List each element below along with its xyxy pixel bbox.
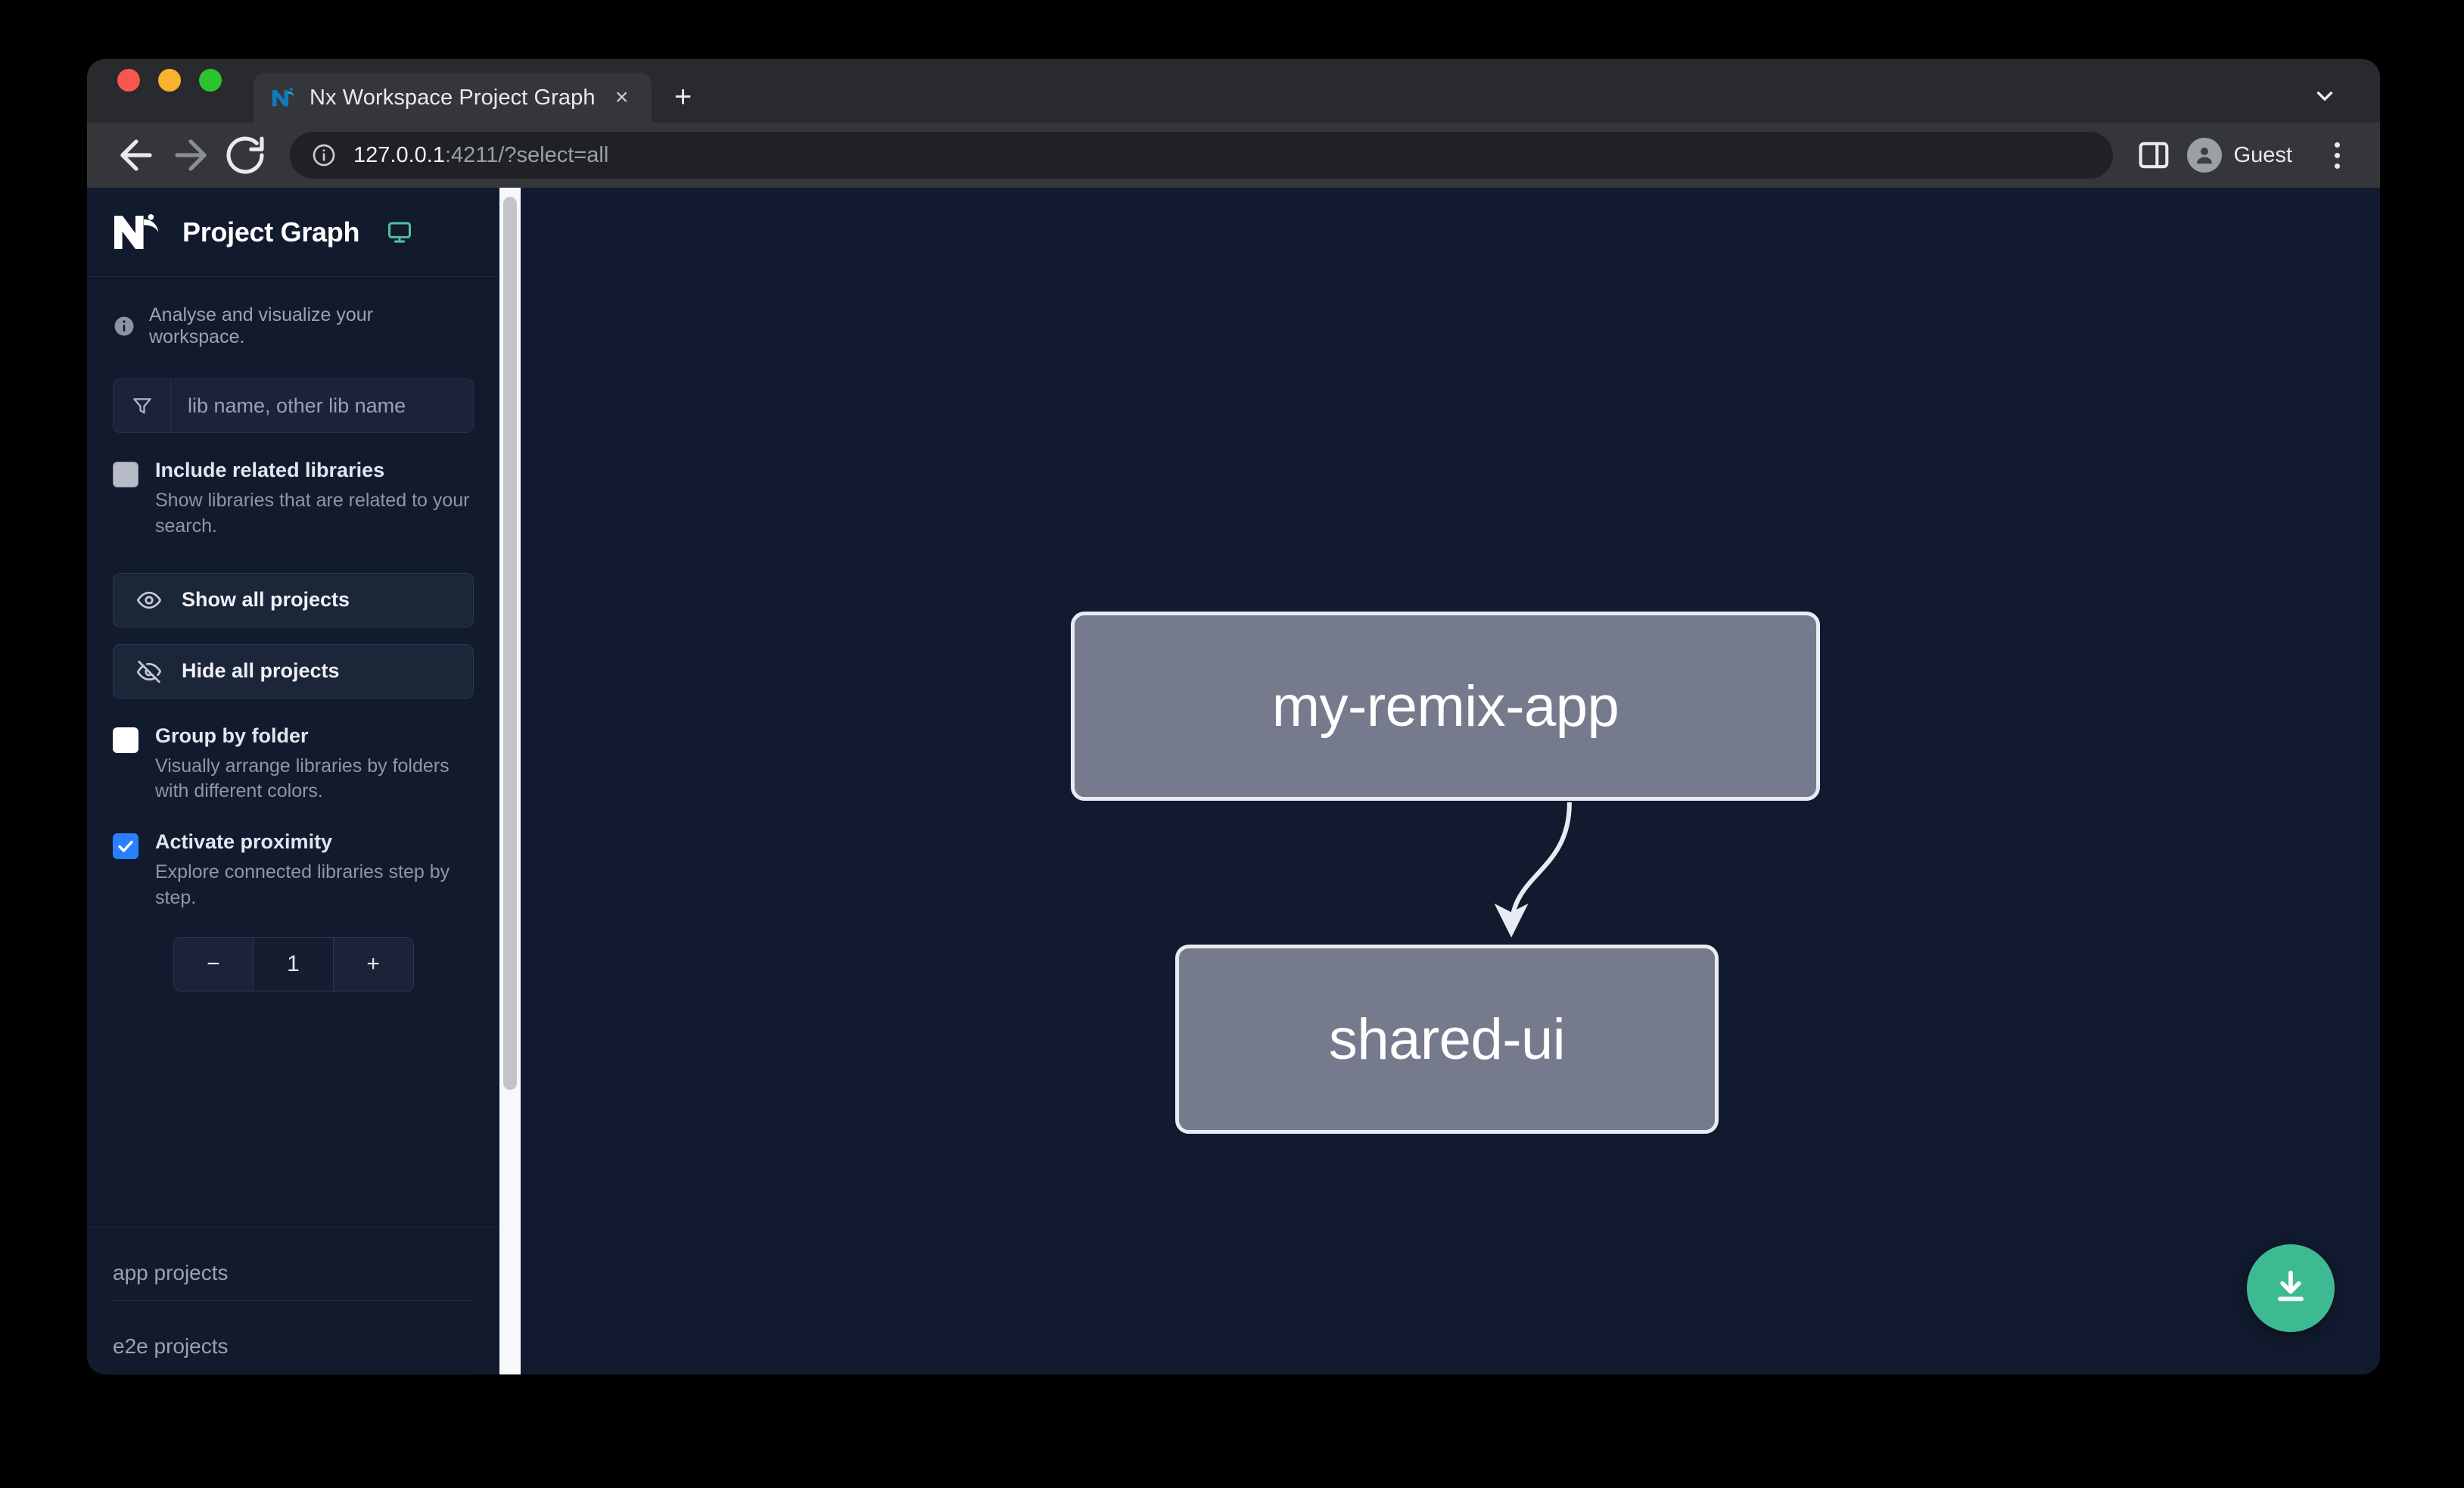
hide-all-projects-label: Hide all projects [182, 659, 340, 683]
proximity-stepper: − 1 + [173, 936, 414, 991]
kebab-menu-icon[interactable] [2319, 134, 2354, 176]
sidebar-scrollbar-thumb[interactable] [503, 197, 517, 1090]
activate-proximity-checkbox[interactable] [113, 833, 138, 860]
show-all-projects-label: Show all projects [182, 588, 350, 612]
project-graph-canvas[interactable]: my-remix-app shared-ui [499, 188, 2380, 1374]
sidebar-header: Project Graph [87, 188, 499, 277]
graph-node-shared-ui[interactable]: shared-ui [1175, 945, 1719, 1134]
proximity-value: 1 [253, 937, 334, 991]
forward-button[interactable] [167, 132, 214, 179]
url-host: 127.0.0.1 [353, 142, 445, 167]
proximity-decrement-button[interactable]: − [173, 937, 254, 991]
reload-button[interactable] [222, 132, 269, 179]
option-activate-proximity: Activate proximity Explore connected lib… [87, 805, 499, 991]
minimize-window-button[interactable] [158, 69, 181, 92]
new-tab-button[interactable]: + [674, 80, 692, 114]
side-panel-icon[interactable] [2134, 135, 2173, 175]
graph-node-my-remix-app[interactable]: my-remix-app [1071, 612, 1820, 801]
project-sections: app projects e2e projects [87, 1227, 499, 1374]
browser-toolbar: 127.0.0.1:4211/?select=all Guest [87, 123, 2380, 188]
url-text: 127.0.0.1:4211/?select=all [353, 143, 608, 168]
graph-node-label: shared-ui [1328, 1007, 1566, 1072]
group-by-folder-description: Visually arrange libraries by folders wi… [155, 755, 450, 802]
tab-strip: Nx Workspace Project Graph × + [87, 59, 2380, 123]
back-button[interactable] [113, 132, 160, 179]
option-group-by-folder: Group by folder Visually arrange librari… [87, 699, 499, 805]
tab-title: Nx Workspace Project Graph [310, 85, 596, 110]
download-image-button[interactable] [2247, 1244, 2335, 1332]
info-icon [113, 315, 135, 338]
browser-window: Nx Workspace Project Graph × + [87, 59, 2380, 1374]
workspace-blurb-text: Analyse and visualize your workspace. [149, 304, 373, 347]
sidebar-spacer [87, 991, 499, 1227]
nx-logo [113, 213, 164, 251]
edge-my-remix-app-to-shared-ui [1494, 802, 1572, 938]
workspace-blurb: Analyse and visualize your workspace. [87, 277, 499, 348]
nx-favicon [270, 85, 296, 111]
site-info-icon[interactable] [311, 142, 337, 168]
address-bar[interactable]: 127.0.0.1:4211/?select=all [290, 132, 2113, 179]
activate-proximity-description: Explore connected libraries step by step… [155, 861, 450, 908]
group-by-folder-label: Group by folder [155, 724, 309, 747]
profile-button[interactable]: Guest [2181, 133, 2312, 177]
include-related-libraries-label: Include related libraries [155, 459, 385, 481]
include-related-libraries-checkbox[interactable] [113, 462, 138, 487]
url-path: :4211/?select=all [444, 142, 609, 167]
window-controls [117, 59, 222, 123]
chevron-down-icon[interactable] [2312, 83, 2338, 109]
search-input[interactable] [171, 394, 473, 418]
show-all-projects-button[interactable]: Show all projects [113, 572, 474, 627]
sidebar: Project Graph Analyse and visual [87, 188, 499, 1374]
proximity-increment-button[interactable]: + [333, 937, 413, 991]
download-icon [2271, 1267, 2310, 1310]
profile-name: Guest [2233, 142, 2292, 167]
close-window-button[interactable] [117, 69, 140, 92]
group-by-folder-checkbox[interactable] [113, 727, 138, 753]
graph-edges [1494, 802, 1572, 938]
graph-node-label: my-remix-app [1271, 674, 1619, 739]
sidebar-item-app-projects[interactable]: app projects [113, 1228, 474, 1301]
hide-all-projects-button[interactable]: Hide all projects [113, 643, 474, 699]
filter-funnel-icon [114, 379, 171, 432]
avatar [2186, 138, 2222, 173]
page-title: Project Graph [182, 216, 360, 247]
visibility-buttons: Show all projects Hide all projects [87, 540, 499, 699]
browser-tab[interactable]: Nx Workspace Project Graph × [254, 73, 652, 123]
close-tab-icon[interactable]: × [614, 85, 629, 110]
sidebar-item-e2e-projects[interactable]: e2e projects [113, 1301, 474, 1374]
filter-box[interactable] [113, 378, 474, 433]
page-body: Project Graph Analyse and visual [87, 188, 2380, 1374]
sidebar-scrollbar-track[interactable] [499, 188, 521, 1374]
activate-proximity-label: Activate proximity [155, 830, 333, 854]
include-related-libraries-description: Show libraries that are related to your … [155, 490, 470, 537]
maximize-window-button[interactable] [199, 69, 222, 92]
monitor-icon[interactable] [387, 219, 412, 245]
option-include-related-libraries: Include related libraries Show libraries… [87, 433, 499, 540]
